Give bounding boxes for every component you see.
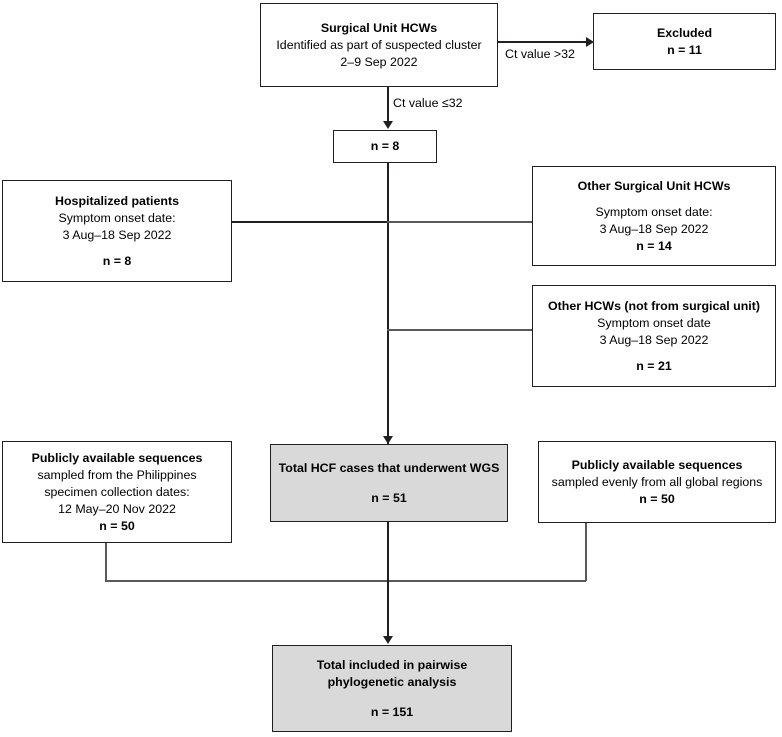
edge-label-ct-below: Ct value ≤32 (393, 96, 463, 110)
node-title: Total HCF cases that underwent WGS (278, 460, 500, 475)
node-title-line-2: phylogenetic analysis (327, 674, 457, 689)
node-excluded: Excluded n = 11 (593, 13, 776, 70)
node-line-2: specimen collection dates: (44, 484, 190, 499)
node-total-pairwise: Total included in pairwise phylogenetic … (272, 645, 512, 732)
arrowhead-to-total-hcf (383, 436, 393, 444)
node-line-2: 3 Aug–18 Sep 2022 (62, 227, 172, 242)
edge-branch-hospitalized (232, 221, 388, 223)
node-title: Surgical Unit HCWs (320, 20, 438, 35)
node-count: n = 8 (370, 139, 400, 153)
edge-to-excluded (498, 41, 586, 43)
node-line-2: 2–9 Sep 2022 (340, 54, 418, 69)
node-count: n = 11 (667, 42, 702, 57)
node-count: n = 8 (102, 253, 132, 268)
node-other-surgical-unit-hcws: Other Surgical Unit HCWs Symptom onset d… (532, 166, 776, 266)
edge-top-to-n8 (387, 87, 389, 122)
edge-branch-other-surgical (387, 221, 533, 223)
node-line-2: 3 Aug–18 Sep 2022 (599, 332, 709, 347)
node-count: n = 21 (636, 358, 672, 373)
node-included-n8: n = 8 (333, 130, 437, 163)
node-total-hcf-wgs: Total HCF cases that underwent WGS n = 5… (270, 444, 508, 522)
node-title: Excluded (656, 25, 713, 40)
node-title: Other HCWs (not from surgical unit) (547, 298, 760, 313)
node-count: n = 14 (636, 238, 672, 253)
node-line-1: sampled evenly from all global regions (551, 474, 763, 489)
edge-branch-other-hcws (387, 329, 533, 331)
node-public-sequences-philippines: Publicly available sequences sampled fro… (2, 441, 232, 543)
arrowhead-to-n8 (383, 121, 393, 129)
node-count: n = 50 (99, 518, 135, 533)
node-count: n = 151 (370, 704, 414, 719)
node-title-line-1: Total included in pairwise (316, 657, 468, 672)
node-line-1: Identified as part of suspected cluster (276, 37, 482, 52)
node-line-1: sampled from the Philippines (37, 467, 197, 482)
edge-trunk-main (387, 163, 389, 444)
node-count: n = 50 (639, 491, 675, 506)
node-line-1: Symptom onset date: (595, 204, 713, 219)
node-count: n = 51 (371, 490, 407, 505)
node-surgical-unit-hcws: Surgical Unit HCWs Identified as part of… (260, 3, 498, 87)
node-line-3: 12 May–20 Nov 2022 (58, 501, 176, 516)
edge-philippines-drop (105, 543, 107, 581)
node-line-1: Symptom onset date: (58, 210, 176, 225)
node-line-1: Symptom onset date (597, 315, 711, 330)
node-line-2: 3 Aug–18 Sep 2022 (599, 221, 709, 236)
node-title: Hospitalized patients (55, 193, 179, 208)
edge-label-ct-above: Ct value >32 (505, 47, 575, 61)
node-title: Publicly available sequences (31, 450, 203, 465)
edge-bottom-join (105, 580, 586, 582)
edge-global-drop (585, 523, 587, 581)
arrowhead-to-excluded (586, 37, 594, 47)
node-hospitalized-patients: Hospitalized patients Symptom onset date… (2, 180, 232, 282)
node-title: Other Surgical Unit HCWs (577, 178, 731, 193)
node-public-sequences-global: Publicly available sequences sampled eve… (538, 441, 776, 523)
edge-trunk-bottom (387, 522, 389, 641)
node-title: Publicly available sequences (571, 457, 743, 472)
node-other-hcws: Other HCWs (not from surgical unit) Symp… (532, 285, 776, 387)
arrowhead-to-total-pairwise (383, 636, 393, 644)
